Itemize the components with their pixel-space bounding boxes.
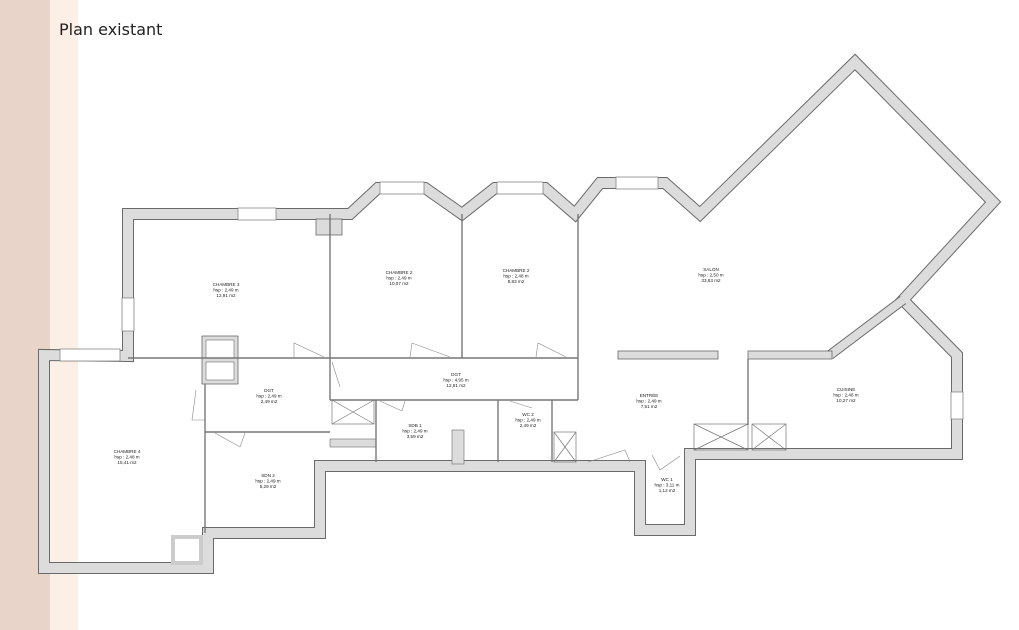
room-name: WC 1: [661, 477, 673, 482]
room-area: 2,49 m2: [520, 423, 537, 428]
room-sdn-2: SDN 2 hsp : 2,49 m 5,29 m2: [255, 473, 280, 489]
room-height: hsp : 2,48 m: [114, 455, 139, 460]
room-height: hsp : 3,11 m: [655, 483, 680, 488]
decorative-band-light: [50, 0, 78, 630]
room-area: 15,41 m2: [117, 460, 137, 465]
room-height: hsp : 2,49 m: [515, 418, 540, 423]
room-area: 7,51 m2: [641, 404, 658, 409]
room-height: hsp : 2,49 m: [213, 288, 238, 293]
doors: [191, 342, 681, 471]
room-chambre-2a: CHAMBRE 2 hsp : 2,49 m 10,07 m2: [386, 270, 413, 286]
room-name: SDN 2: [261, 473, 275, 478]
room-sdb-1: SDB 1 hsp : 2,49 m 3,59 m2: [402, 423, 427, 439]
interior-walls: [128, 214, 907, 565]
room-area: 33,63 m2: [701, 278, 721, 283]
room-area: 5,29 m2: [260, 484, 277, 489]
room-chambre-4: CHAMBRE 4 hsp : 2,48 m 15,41 m2: [114, 449, 141, 465]
room-name: WC 2: [522, 412, 534, 417]
room-name: SDB 1: [408, 423, 422, 428]
room-name: CHAMBRE 2: [386, 270, 413, 275]
room-salon: SALON hsp : 2,50 m 33,63 m2: [698, 267, 723, 283]
room-chambre-2b: CHAMBRE 2 hsp : 2,48 m 8,83 m2: [503, 268, 530, 284]
room-area: 3,59 m2: [407, 434, 424, 439]
room-area: 1,12 m2: [659, 488, 676, 493]
room-area: 8,83 m2: [508, 279, 525, 284]
page-title: Plan existant: [59, 20, 163, 39]
room-name: CHAMBRE 2: [503, 268, 530, 273]
room-dgt-small: DGT hsp : 2,49 m 2,49 m2: [256, 388, 281, 404]
room-name: CHAMBRE 3: [213, 282, 240, 287]
room-height: hsp : 2,49 m: [255, 479, 280, 484]
room-area: 12,91 m2: [216, 293, 236, 298]
room-labels: CHAMBRE 3 hsp : 2,49 m 12,91 m2 CHAMBRE …: [114, 267, 859, 493]
room-height: hsp : 2,48 m: [503, 274, 528, 279]
room-name: CUISINE: [837, 387, 856, 392]
room-area: 10,27 m2: [836, 398, 856, 403]
room-area: 12,91 m2: [446, 383, 466, 388]
room-name: DGT: [451, 372, 461, 377]
room-area: 2,49 m2: [261, 399, 278, 404]
room-height: hsp : 2,49 m: [386, 276, 411, 281]
room-cuisine: CUISINE hsp : 2,48 m 10,27 m2: [833, 387, 858, 403]
room-dgt-main: DGT hsp : 4,95 m 12,91 m2: [443, 372, 468, 388]
room-height: hsp : 4,95 m: [443, 378, 468, 383]
room-entree: ENTRÉE hsp : 2,49 m 7,51 m2: [636, 392, 661, 409]
room-name: DGT: [264, 388, 274, 393]
room-height: hsp : 2,49 m: [256, 394, 281, 399]
room-name: CHAMBRE 4: [114, 449, 141, 454]
room-height: hsp : 2,49 m: [636, 399, 661, 404]
room-chambre-3: CHAMBRE 3 hsp : 2,49 m 12,91 m2: [213, 282, 240, 298]
room-wc-2: WC 2 hsp : 2,49 m 2,49 m2: [515, 412, 540, 428]
room-name: SALON: [703, 267, 719, 272]
windows: [59, 176, 964, 420]
room-wc-1: WC 1 hsp : 3,11 m 1,12 m2: [655, 477, 680, 493]
exterior-walls: [38, 53, 1002, 574]
room-area: 10,07 m2: [389, 281, 409, 286]
room-height: hsp : 2,48 m: [833, 393, 858, 398]
room-name: ENTRÉE: [640, 392, 659, 398]
room-height: hsp : 2,49 m: [402, 429, 427, 434]
room-height: hsp : 2,50 m: [698, 273, 723, 278]
